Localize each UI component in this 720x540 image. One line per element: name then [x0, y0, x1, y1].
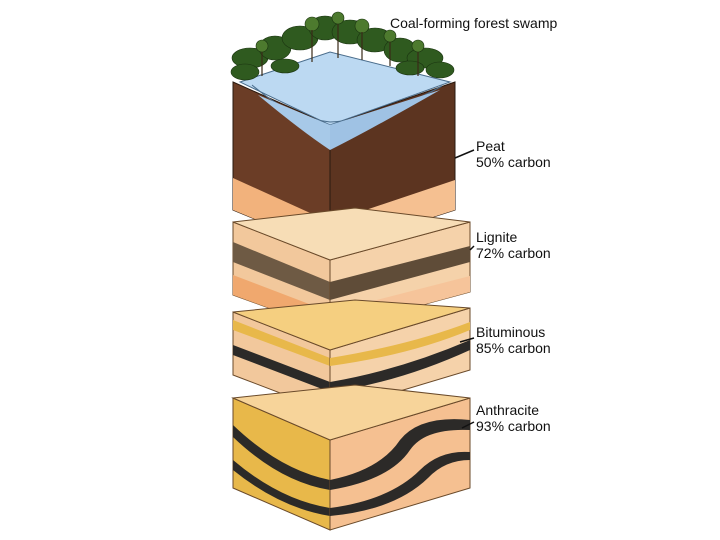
layer-label-lignite: Lignite 72% carbon — [476, 229, 551, 261]
layer-carbon: 85% carbon — [476, 340, 551, 356]
layer-label-anthracite: Anthracite 93% carbon — [476, 402, 551, 434]
swamp-vegetation — [230, 11, 455, 81]
layer-name: Peat — [476, 138, 505, 154]
diagram-title: Coal-forming forest swamp — [390, 15, 558, 31]
layer-label-peat: Peat 50% carbon — [476, 138, 551, 170]
layer-name: Bituminous — [476, 324, 546, 340]
layer-name: Lignite — [476, 229, 518, 245]
bituminous-block — [232, 299, 471, 413]
layer-label-bituminous: Bituminous 85% carbon — [476, 324, 551, 356]
anthracite-block — [231, 384, 471, 531]
layer-carbon: 93% carbon — [476, 418, 551, 434]
layer-carbon: 72% carbon — [476, 245, 551, 261]
leader-lines — [454, 149, 475, 429]
layer-name: Anthracite — [476, 402, 540, 418]
layer-carbon: 50% carbon — [476, 154, 551, 170]
peat-block — [232, 51, 456, 251]
